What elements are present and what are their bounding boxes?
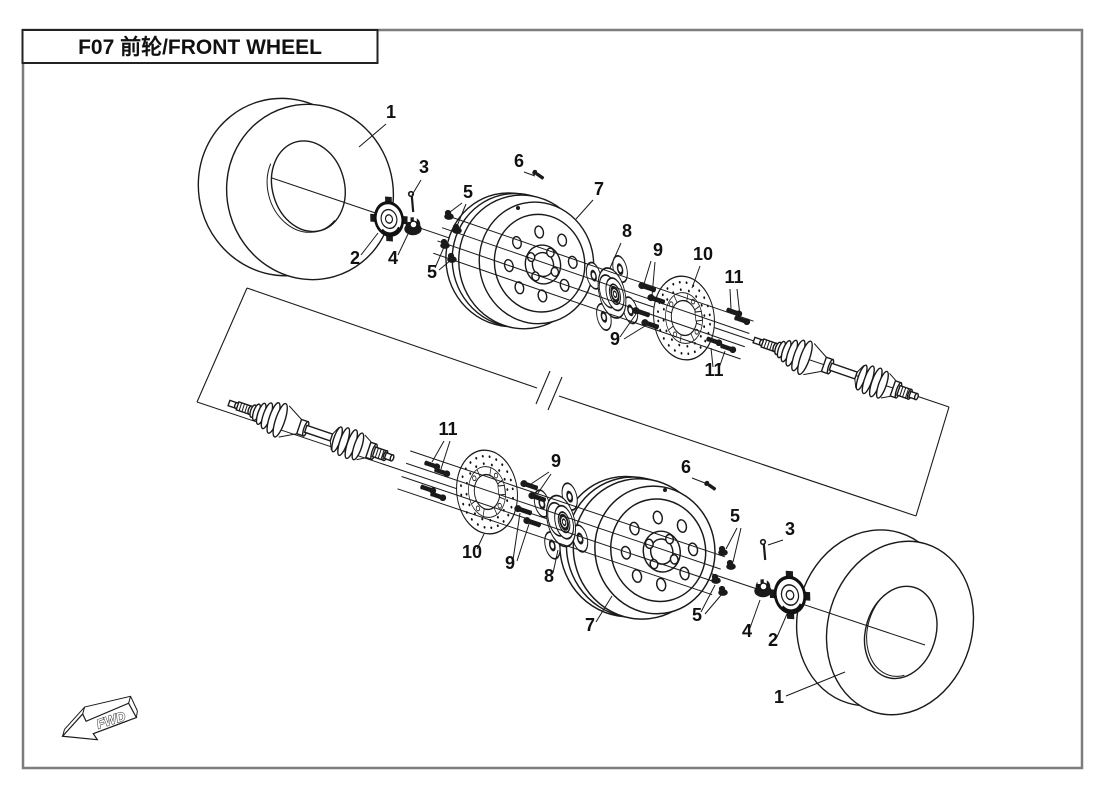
disc-bolt	[433, 466, 452, 478]
callout-9: 9	[610, 329, 620, 349]
leader-lines	[358, 123, 846, 697]
callout-11: 11	[438, 419, 457, 439]
drive-shaft-top	[747, 322, 925, 415]
break-mark	[535, 370, 551, 405]
wheel-stud	[522, 516, 542, 529]
stud-lines-top	[433, 214, 754, 360]
callout-1: 1	[774, 687, 784, 707]
valve-stem-bottom	[703, 479, 718, 492]
callout-2: 2	[768, 630, 778, 650]
callout-labels: 1 3 6 5 7 2 4 5 8 9 10 11 9 11 11 9 6 5 …	[350, 102, 795, 707]
brake-disc-bottom	[450, 445, 524, 539]
callout-5: 5	[427, 262, 437, 282]
callout-8: 8	[544, 566, 554, 586]
callout-6: 6	[681, 457, 691, 477]
callout-5: 5	[463, 182, 473, 202]
cotter-pin-bottom	[759, 538, 767, 562]
castle-nut-bottom	[753, 578, 773, 598]
callout-4: 4	[742, 621, 752, 641]
callout-7: 7	[594, 179, 604, 199]
valve-stem-top	[531, 168, 546, 181]
drive-shaft-bottom	[222, 385, 400, 476]
callout-8: 8	[622, 221, 632, 241]
disc-bolt	[733, 314, 752, 326]
callout-11: 11	[724, 267, 743, 287]
lug-nut	[711, 573, 721, 584]
callout-11: 11	[704, 360, 723, 380]
callout-5: 5	[692, 605, 702, 625]
wheel-rim-top	[431, 175, 607, 346]
page-border	[21, 28, 1084, 770]
page-title: F07 前轮/FRONT WHEEL	[78, 35, 322, 59]
disc-bolt	[725, 306, 744, 318]
brake-disc-top	[647, 271, 721, 365]
callout-1: 1	[386, 102, 396, 122]
callout-2: 2	[350, 248, 360, 268]
callout-5: 5	[730, 506, 740, 526]
callout-9: 9	[505, 553, 515, 573]
callout-10: 10	[462, 542, 482, 562]
lug-nut	[726, 559, 736, 570]
break-mark	[547, 376, 563, 411]
tire-bottom	[795, 529, 975, 716]
callout-9: 9	[551, 451, 561, 471]
reference-plane	[196, 287, 950, 517]
fwd-arrow: FWD	[61, 695, 138, 741]
title-box: F07 前轮/FRONT WHEEL	[21, 29, 379, 64]
valve-hole-bottom	[663, 488, 667, 492]
callout-3: 3	[419, 157, 429, 177]
callout-3: 3	[785, 519, 795, 539]
tire-top	[197, 97, 395, 281]
stud-lines-bottom	[397, 450, 726, 596]
fwd-label: FWD	[95, 708, 128, 732]
callout-10: 10	[693, 244, 713, 264]
callout-4: 4	[388, 248, 398, 268]
callout-6: 6	[514, 151, 524, 171]
lug-nut	[718, 585, 728, 596]
callout-7: 7	[585, 615, 595, 635]
valve-hole-top	[516, 206, 520, 210]
wheel-stud	[637, 281, 657, 294]
lug-nut	[444, 209, 454, 220]
callout-9: 9	[653, 240, 663, 260]
